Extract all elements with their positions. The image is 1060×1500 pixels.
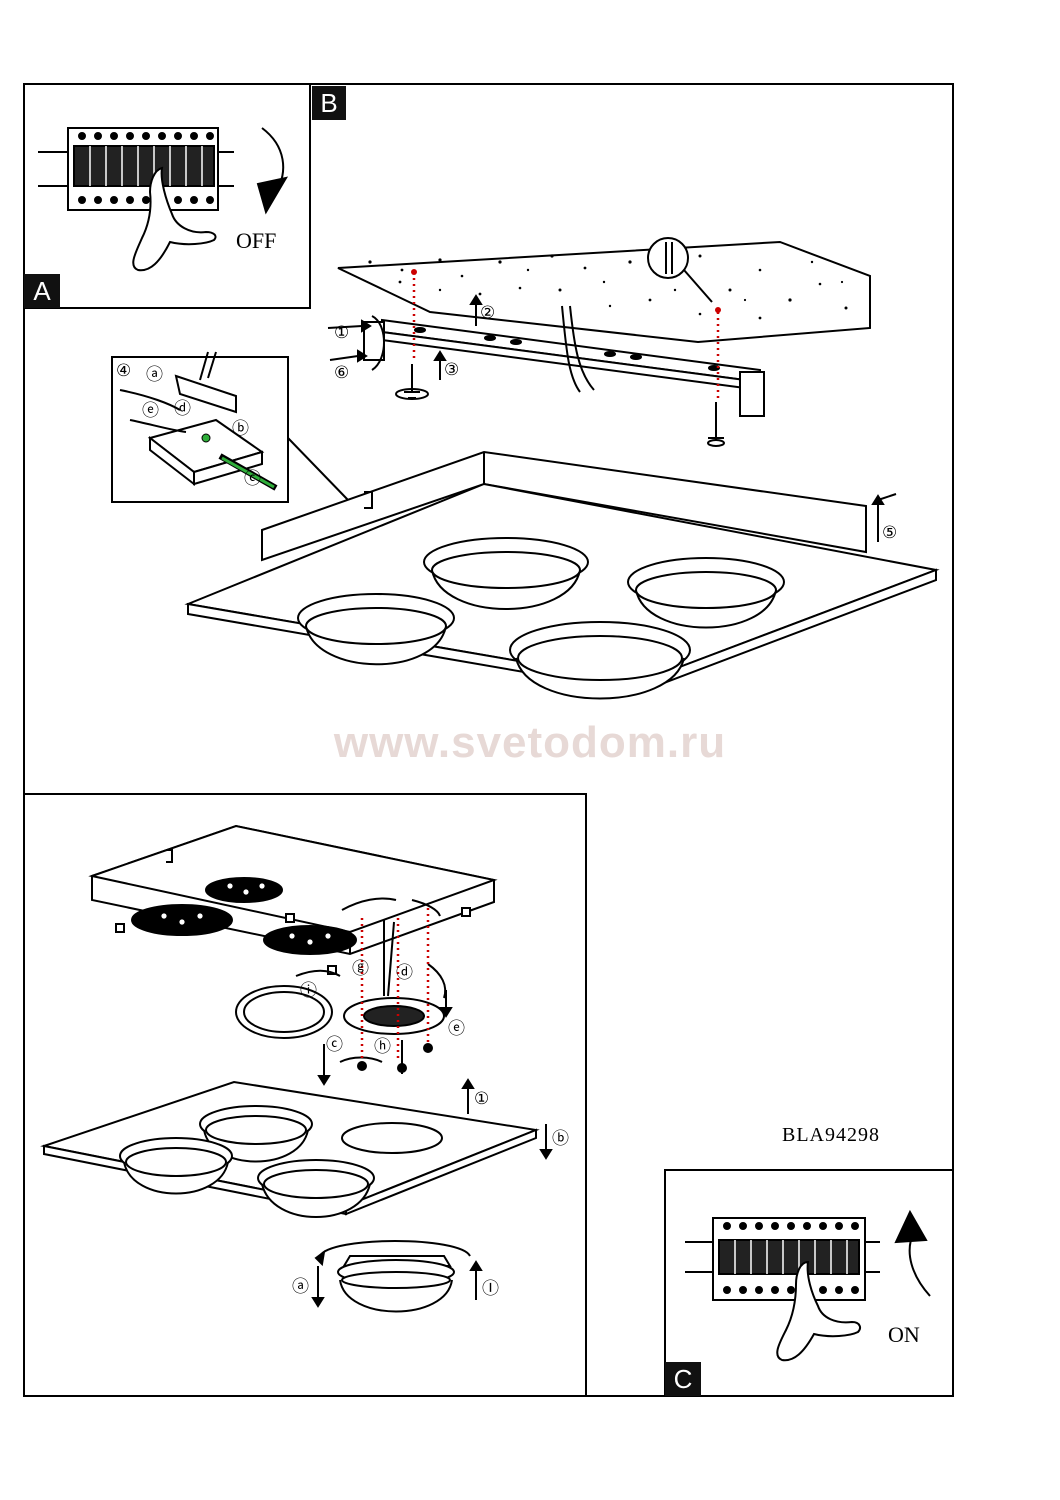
ceiling-hole-left: [411, 269, 417, 275]
step-g: ⓖ: [352, 959, 369, 979]
dotted-guides-top: [412, 272, 720, 398]
breaker-on-illustration: [685, 1209, 931, 1362]
step-e: ⓔ: [448, 1019, 465, 1039]
wiring-a: ⓐ: [146, 365, 163, 385]
panel-b-frame: [23, 83, 311, 309]
fixture-exploded: [40, 824, 553, 1313]
terminal-contact: [201, 433, 211, 443]
wiring-c: ⓒ: [244, 469, 261, 489]
on-text: ON: [888, 1322, 920, 1347]
step-5-top: ⑤: [882, 523, 897, 543]
step-2-top: ②: [480, 303, 495, 323]
lower-left-frame: [24, 793, 587, 1396]
step-a: ⓐ: [292, 1277, 309, 1297]
ceiling-mounting: [337, 237, 871, 447]
watermark: www.svetodom.ru: [333, 718, 727, 767]
fixture-assembled: [184, 450, 940, 700]
panel-label-a: A: [24, 274, 60, 308]
step-4-wiring: ④: [116, 361, 131, 381]
wiring-callout-line: [287, 437, 349, 501]
wiring-b: ⓑ: [232, 419, 249, 439]
step-I: ⓘ: [300, 981, 317, 1001]
step-I2: Ⓘ: [482, 1279, 499, 1299]
step-1-bottom: ①: [474, 1089, 489, 1109]
step-6-top: ⑥: [334, 363, 349, 383]
step-labels: ① ② ③ ④ ⑤ ⑥ ⓐ ⓔ ⓓ ⓑ ⓒ ⓖ ⓓ ⓘ ⓔ ⓒ ⓗ ① ⓑ ⓐ …: [116, 303, 897, 1299]
model-code: BLA94298: [782, 1124, 880, 1146]
step-c: ⓒ: [326, 1035, 343, 1055]
wiring-e: ⓔ: [142, 401, 159, 421]
step-h: ⓗ: [374, 1037, 391, 1057]
rotation-arrows: [327, 294, 483, 380]
ceiling-hole-right: [715, 307, 721, 313]
terminal-block-illustration: [119, 351, 278, 491]
outer-frame: [23, 83, 954, 1397]
off-text: OFF: [236, 228, 277, 253]
step-b: ⓑ: [552, 1129, 569, 1149]
dotted-guides-bottom: [360, 908, 430, 1062]
panel-label-c: C: [665, 1362, 701, 1396]
step-1-top: ①: [334, 323, 349, 343]
step-d: ⓓ: [396, 963, 413, 983]
panel-label-b: B: [312, 86, 346, 120]
panel-c-frame: [664, 1169, 954, 1397]
breaker-off-illustration: [38, 127, 289, 272]
wiring-d: ⓓ: [174, 399, 191, 419]
step-3-top: ③: [444, 360, 459, 380]
